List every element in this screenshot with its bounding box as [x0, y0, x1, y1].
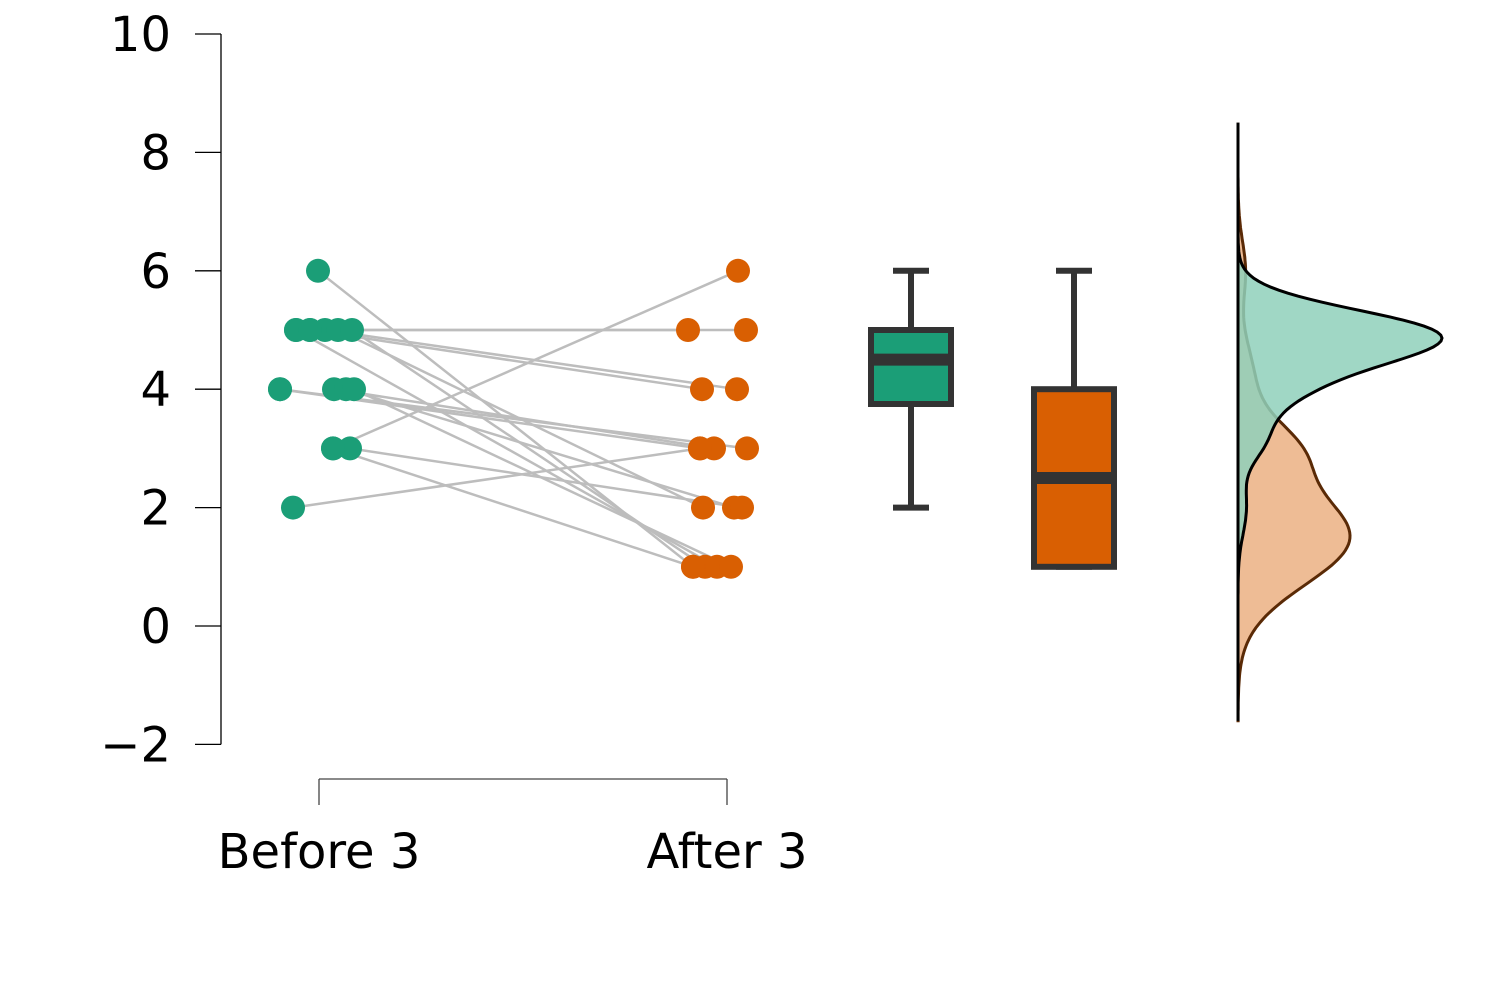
- before-point: [321, 436, 345, 461]
- after-point: [726, 258, 750, 283]
- y-tick-label: 0: [140, 599, 171, 655]
- after-point: [676, 318, 700, 342]
- box-body: [868, 327, 954, 407]
- pair-line: [332, 269, 739, 450]
- after-point: [735, 436, 759, 461]
- pair-line: [349, 447, 743, 509]
- pair-lines: [279, 269, 748, 568]
- pair-line: [309, 328, 703, 391]
- after-point: [725, 377, 749, 402]
- x-category-label: After 3: [646, 824, 807, 880]
- after-density: [1236, 122, 1352, 723]
- pair-line: [292, 447, 701, 509]
- data-points: [268, 258, 759, 579]
- before-point: [298, 318, 322, 342]
- pair-line: [324, 328, 738, 391]
- after-point: [734, 318, 758, 342]
- y-tick-label: −2: [100, 717, 171, 773]
- before-density: [1236, 122, 1444, 721]
- x-category-label: Before 3: [218, 824, 421, 880]
- y-tick-label: 2: [140, 481, 171, 537]
- pair-line: [345, 388, 735, 509]
- after-point: [690, 377, 714, 402]
- y-axis: −2 0 2 4 6 8 10: [100, 7, 222, 773]
- before-point: [340, 318, 364, 342]
- y-tick-label: 4: [140, 362, 171, 418]
- boxplot-after: [1031, 267, 1117, 570]
- before-point: [268, 377, 292, 402]
- y-tick-label: 6: [140, 244, 171, 300]
- y-tick-label: 8: [140, 125, 171, 181]
- boxplots: [868, 267, 1117, 570]
- before-point: [342, 377, 366, 402]
- after-point: [719, 554, 743, 579]
- before-point: [306, 258, 330, 283]
- boxplot-before: [868, 267, 954, 511]
- after-point: [691, 495, 715, 520]
- before-point: [338, 436, 362, 461]
- density-plots: [1236, 122, 1444, 723]
- after-point: [730, 495, 754, 520]
- after-point: [681, 554, 705, 579]
- before-point: [281, 495, 305, 520]
- x-axis: Before 3 After 3: [218, 778, 808, 880]
- after-point: [688, 436, 712, 461]
- pair-line: [333, 387, 715, 450]
- y-tick-label: 10: [110, 7, 171, 63]
- pair-line: [332, 447, 694, 568]
